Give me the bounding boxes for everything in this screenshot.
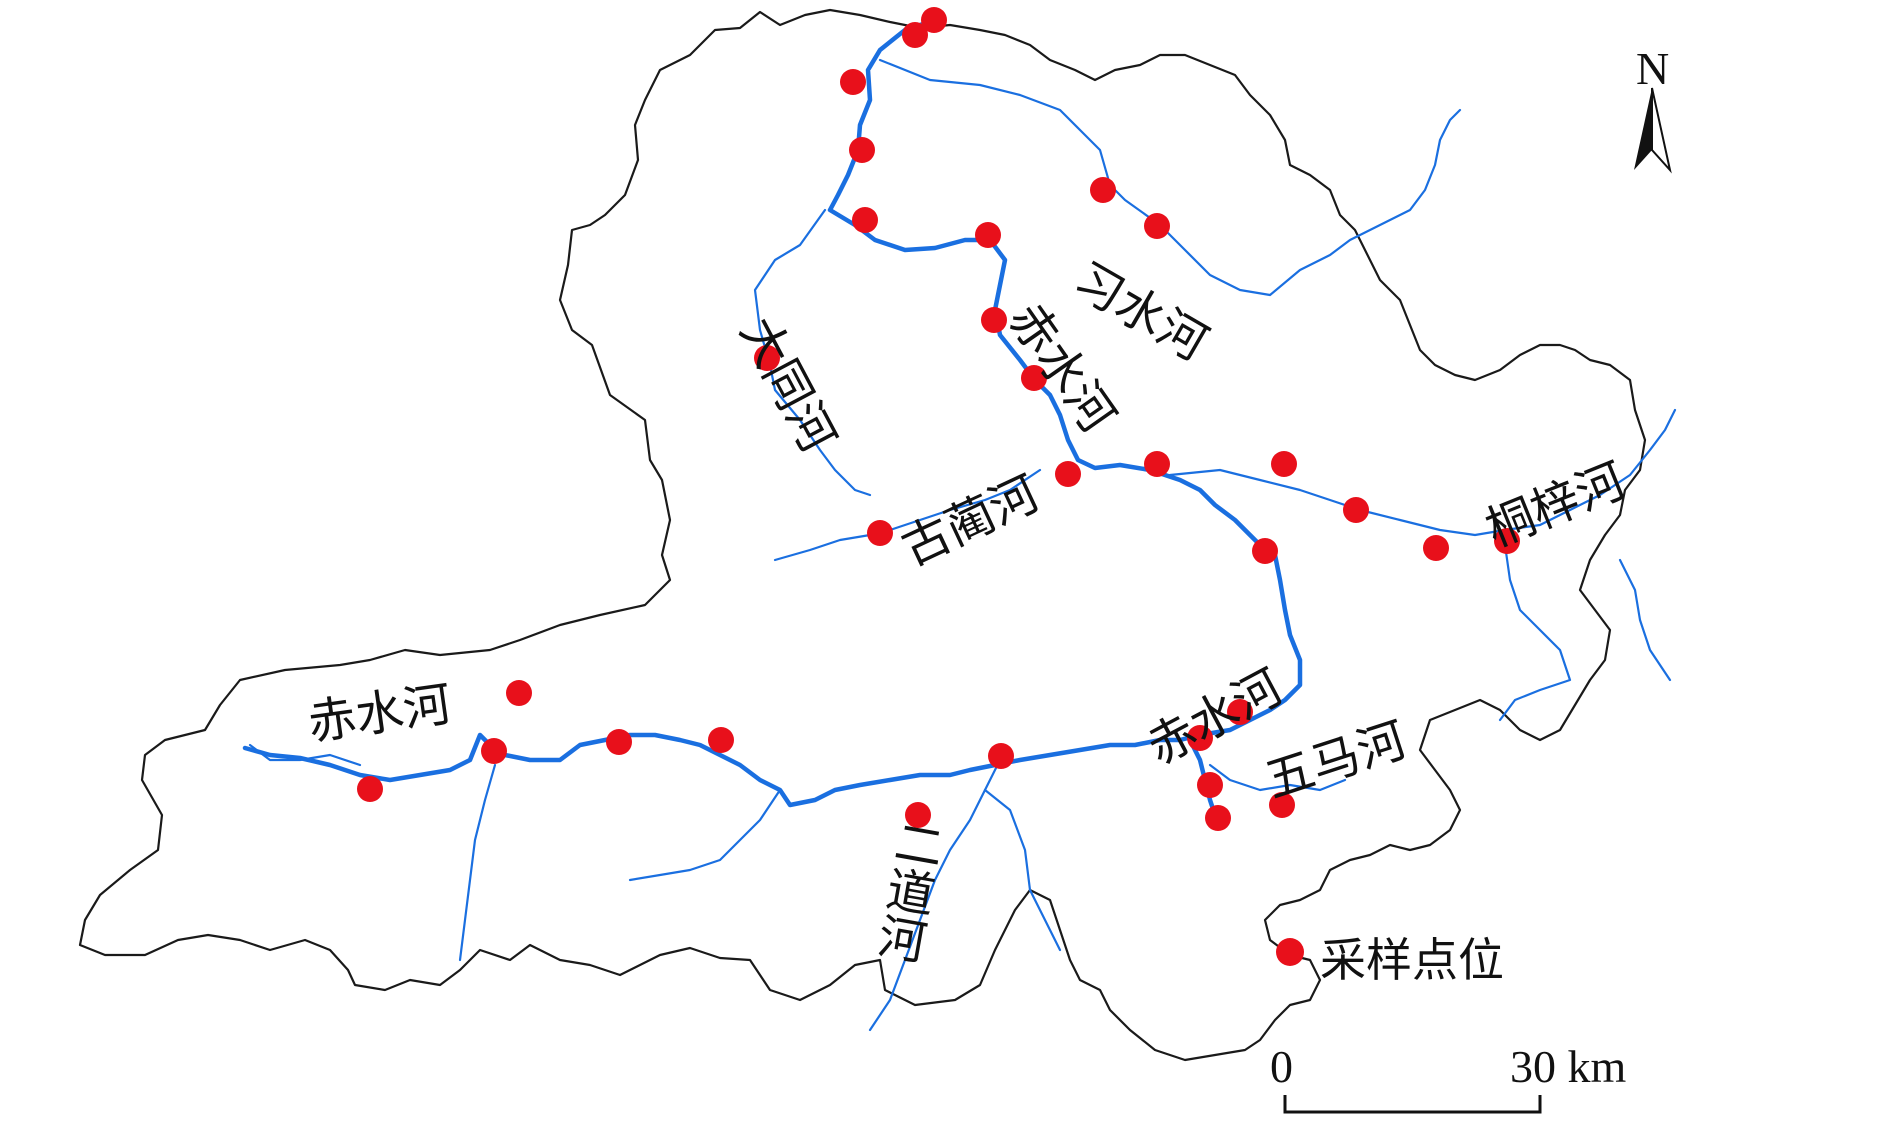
sample-point	[754, 345, 780, 371]
sample-point	[921, 7, 947, 33]
sample-points	[357, 7, 1520, 831]
sample-point	[606, 729, 632, 755]
sample-point	[1423, 535, 1449, 561]
river-west-south	[458, 763, 497, 962]
sample-point	[708, 727, 734, 753]
river-gulin	[773, 468, 1042, 562]
river-tongzi-east	[1618, 558, 1672, 682]
sample-point	[1227, 699, 1253, 725]
river-tongzi-south	[1498, 543, 1572, 722]
north-arrow-icon	[1634, 87, 1672, 174]
sample-point	[840, 69, 866, 95]
scale-bar	[1283, 1095, 1542, 1114]
river-wuma	[1208, 763, 1347, 792]
sample-point	[1269, 792, 1295, 818]
river-mid-south	[628, 788, 782, 882]
sample-point	[849, 137, 875, 163]
north-label: N	[1636, 43, 1670, 94]
basin-boundary	[78, 8, 1647, 1062]
scale-start-label: 0	[1270, 1041, 1293, 1092]
sample-point	[867, 520, 893, 546]
sample-point	[1205, 805, 1231, 831]
sample-point	[975, 222, 1001, 248]
sample-point	[1494, 528, 1520, 554]
sample-point	[1144, 213, 1170, 239]
sample-point	[852, 207, 878, 233]
scale-end-label: 30 km	[1510, 1041, 1627, 1092]
sample-point	[1343, 497, 1369, 523]
sample-point	[1090, 177, 1116, 203]
river-xishui	[878, 58, 1462, 297]
sample-point	[1197, 772, 1223, 798]
river-datong	[753, 208, 872, 497]
sample-point	[357, 776, 383, 802]
sample-point	[988, 743, 1014, 769]
legend-sample-icon	[1276, 938, 1304, 966]
sample-point	[1055, 461, 1081, 487]
sample-point	[481, 738, 507, 764]
sample-point	[506, 680, 532, 706]
sample-point	[905, 802, 931, 828]
sample-point	[1021, 365, 1047, 391]
river-erdao	[868, 758, 1002, 1032]
sample-point	[1187, 725, 1213, 751]
sample-point	[1144, 451, 1170, 477]
sample-point	[1271, 451, 1297, 477]
river-erdao-east	[983, 788, 1062, 952]
sample-point	[981, 307, 1007, 333]
river-tongzi	[1168, 408, 1677, 537]
sample-point	[902, 22, 928, 48]
legend-sample-label: 采样点位	[1320, 933, 1504, 987]
sample-point	[1252, 538, 1278, 564]
